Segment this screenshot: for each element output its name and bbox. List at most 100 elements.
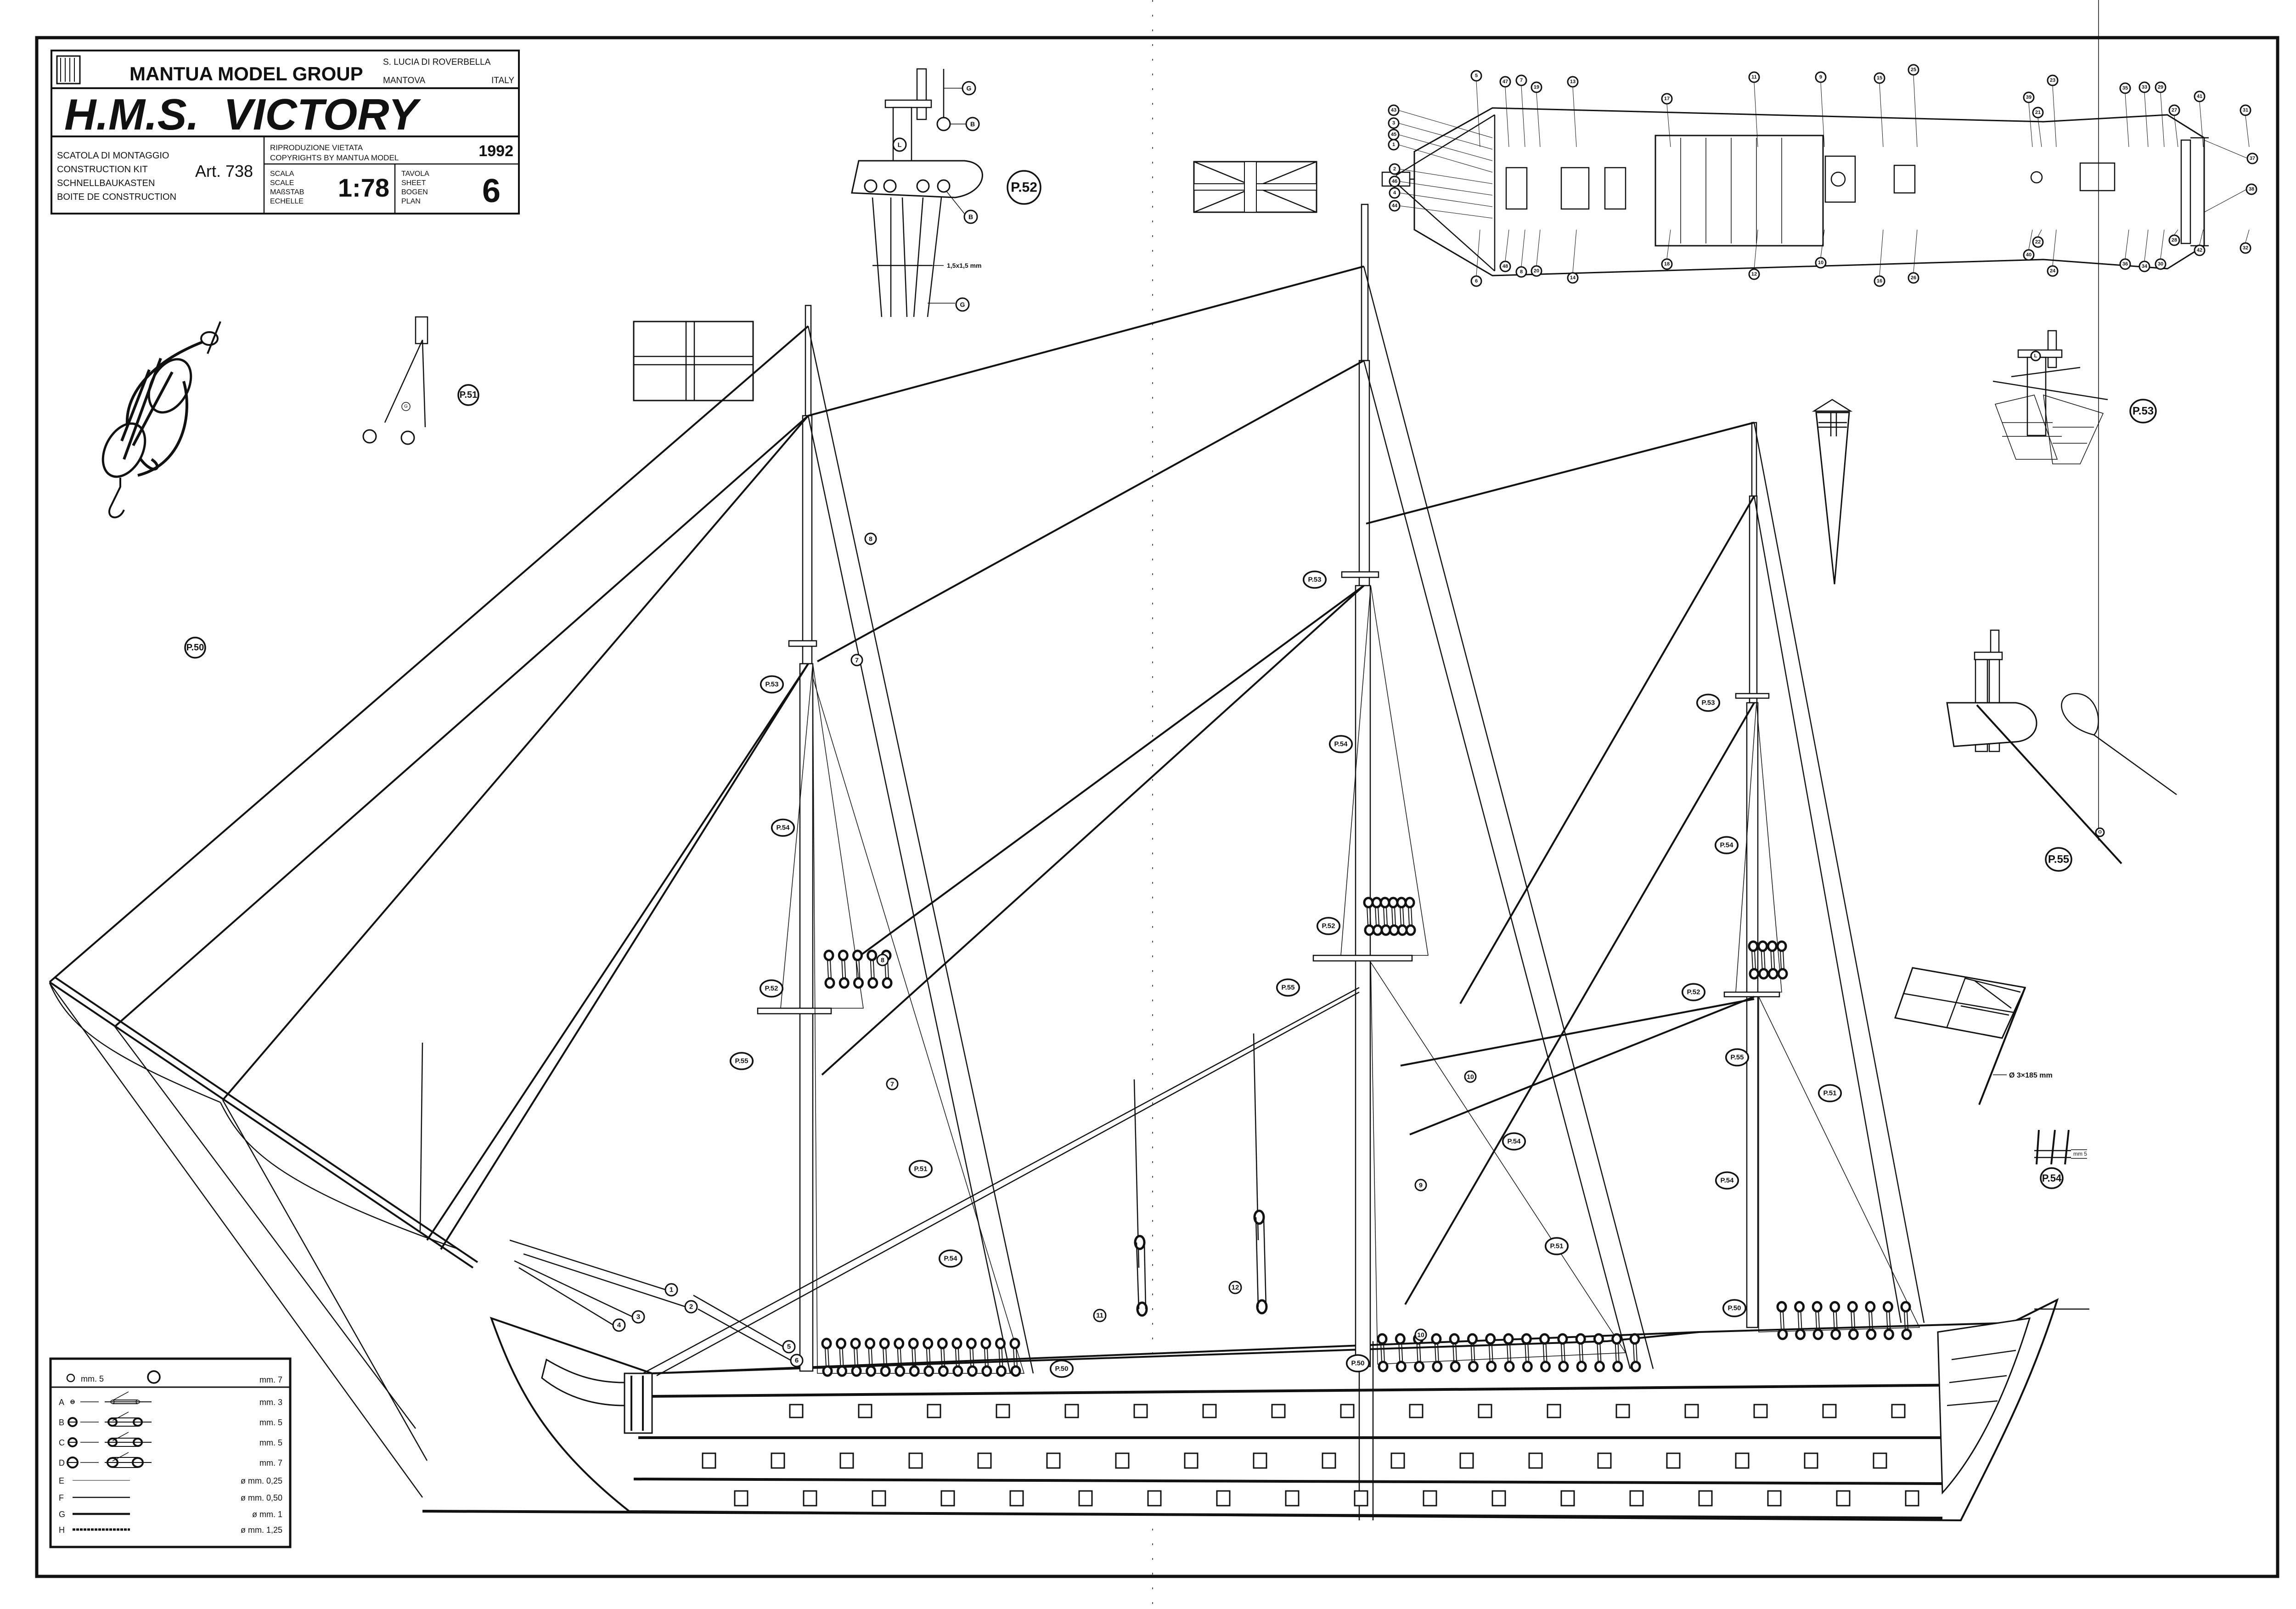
bow-callout-6-label: 6	[795, 1357, 799, 1365]
sheet-label-fr: PLAN	[401, 198, 421, 205]
deck-callout-17: 17	[1661, 93, 1673, 105]
deck-callout-21-label: 21	[2035, 110, 2041, 115]
gunport	[1253, 1452, 1267, 1469]
deck-callout-4-label: 4	[1393, 190, 1396, 196]
fore-ref-p55-label: P.55	[735, 1057, 748, 1065]
deadeye	[1396, 1361, 1407, 1372]
callout-p55	[2045, 847, 2072, 872]
deck-callout-19-label: 19	[1534, 85, 1539, 90]
deadeye	[1388, 897, 1399, 909]
callout-p53	[2129, 399, 2157, 423]
deadeye	[1777, 968, 1788, 980]
deck-callout-2: 2	[1389, 163, 1401, 175]
deck-callout-4: 4	[1389, 187, 1401, 199]
deadeye	[1486, 1361, 1497, 1372]
mizzen-ref-p52-label: P.52	[1687, 988, 1700, 996]
gunport	[1184, 1452, 1199, 1469]
deadeye	[1395, 1333, 1406, 1345]
fore-ref-p53: P.53	[760, 675, 784, 694]
bow-callout-2: 2	[684, 1300, 698, 1314]
deck-callout-7-label: 7	[1520, 78, 1523, 83]
tackle-callout-11-label: 11	[1096, 1312, 1103, 1320]
detail-p53: L P.53	[1992, 330, 2157, 464]
deadeye	[1629, 1333, 1640, 1345]
gunport	[1322, 1452, 1336, 1469]
deadeye	[1558, 1361, 1569, 1372]
bow-callout-1-label: 1	[670, 1286, 673, 1294]
gunport	[1009, 1490, 1024, 1507]
deadeye	[1900, 1301, 1911, 1313]
fore-ref-p54-label: P.54	[944, 1255, 958, 1263]
deck-callout-26-label: 26	[1911, 275, 1916, 281]
deadeye	[938, 1365, 949, 1377]
sheet-border	[35, 36, 2279, 1578]
deadeye	[1777, 1328, 1788, 1340]
callout-p51-label: P.51	[460, 390, 478, 400]
deck-callout-32-label: 32	[2243, 245, 2248, 251]
deadeye	[880, 1365, 891, 1377]
deadeye-5mm-icon	[66, 1373, 75, 1383]
gunport	[858, 1404, 872, 1418]
gunport	[1202, 1404, 1217, 1418]
deck-callout-43: 43	[1388, 104, 1400, 116]
deck-callout-13: 13	[1567, 76, 1579, 88]
gunport	[789, 1404, 804, 1418]
legend-size: ø mm. 0,25	[241, 1476, 282, 1485]
fore-callout-8-label: 8	[869, 535, 872, 542]
scale-label-de: MAßSTAB	[270, 188, 304, 196]
deadeye	[1485, 1333, 1496, 1345]
deadeye	[1593, 1333, 1604, 1345]
deadeye	[1364, 924, 1375, 936]
deck-callout-12: 12	[1748, 268, 1760, 280]
deadeye	[1829, 1301, 1840, 1313]
deadeye	[1432, 1361, 1443, 1372]
legend-key: C	[59, 1438, 65, 1447]
bow-callout-4: 4	[612, 1318, 626, 1332]
deadeye	[1630, 1361, 1641, 1372]
deadeye	[1557, 1333, 1568, 1345]
deadeye	[838, 977, 850, 989]
deadeye	[866, 1365, 877, 1377]
mizzen-ref-p54: P.54	[1714, 836, 1739, 854]
gunport	[1459, 1452, 1474, 1469]
deck-callout-34-label: 34	[2142, 264, 2148, 269]
legend-key: H	[59, 1525, 65, 1535]
gunport	[1629, 1490, 1644, 1507]
fore-ref-p53-label: P.53	[765, 681, 779, 689]
fore-ref-p52-label: P.52	[765, 985, 778, 993]
main-ref-p54-label: P.54	[1508, 1138, 1521, 1146]
deadeye	[882, 977, 893, 989]
main-ref-p53-label: P.53	[1308, 576, 1322, 584]
main-callout-9: 9	[1414, 1179, 1427, 1191]
deck-callout-2-label: 2	[1393, 166, 1396, 172]
deck-callout-18: 18	[1661, 258, 1673, 270]
gunport	[1390, 1452, 1405, 1469]
p51-line-label: G	[404, 404, 408, 409]
deadeye	[865, 1338, 876, 1349]
scale-label-it: SCALA	[270, 170, 294, 178]
deck-callout-23-label: 23	[2050, 78, 2055, 83]
p55-label-o: O	[2098, 830, 2102, 835]
gunport	[1271, 1404, 1286, 1418]
deadeye	[1795, 1328, 1806, 1340]
legend-key: B	[59, 1418, 64, 1427]
kit-type-de: SCHNELLBAUKASTEN	[57, 178, 155, 188]
fore-ref-p51-label: P.51	[914, 1165, 928, 1173]
deck-callout-8: 8	[1515, 266, 1527, 278]
legend-key: A	[59, 1398, 64, 1407]
legend-key: E	[59, 1476, 64, 1485]
callout-p54-label: P.54	[2042, 1173, 2062, 1184]
gunport	[771, 1452, 785, 1469]
deck-callout-10: 10	[1815, 257, 1827, 269]
deck-callout-29: 29	[2155, 81, 2167, 93]
main-callout-9-label: 9	[1419, 1181, 1423, 1189]
main-callout-10: 10	[1414, 1328, 1427, 1341]
deadeye	[909, 1365, 920, 1377]
mizzen-ref-p51: P.51	[1818, 1084, 1842, 1102]
main-ref-p53: P.53	[1302, 570, 1327, 589]
deck-callout-36: 36	[2119, 258, 2131, 270]
